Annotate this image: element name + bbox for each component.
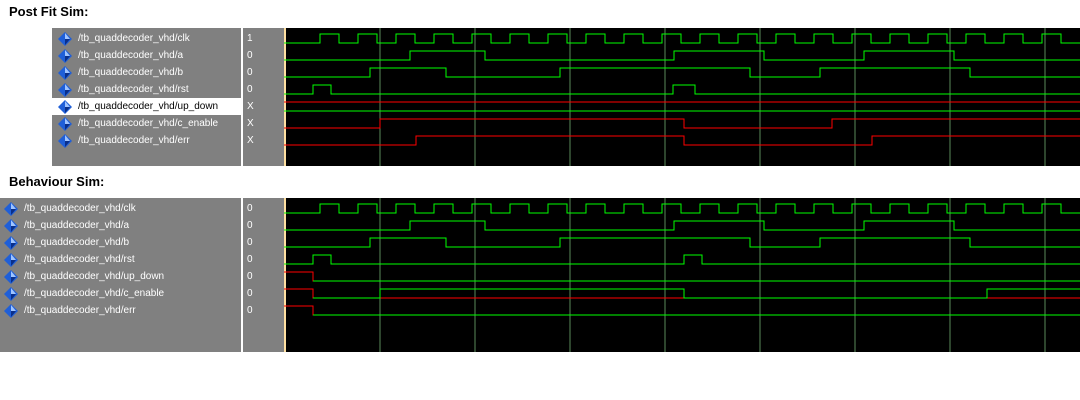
diamond-icon	[58, 65, 72, 80]
diamond-icon	[4, 252, 18, 267]
signal-name: /tb_quaddecoder_vhd/a	[78, 50, 184, 61]
signal-value: 0	[247, 237, 253, 248]
diamond-icon	[58, 31, 72, 46]
signal-name-panel-behaviour: /tb_quaddecoder_vhd/clk/tb_quaddecoder_v…	[0, 198, 242, 352]
diamond-icon	[58, 133, 72, 148]
section-title-post-fit: Post Fit Sim:	[9, 4, 89, 19]
signal-trace	[313, 288, 1080, 299]
diamond-icon	[58, 99, 72, 114]
diamond-icon	[4, 235, 18, 250]
signal-value: 0	[247, 67, 253, 78]
signal-name-panel-post-fit: /tb_quaddecoder_vhd/clk/tb_quaddecoder_v…	[52, 28, 242, 166]
signal-row[interactable]: /tb_quaddecoder_vhd/a	[0, 217, 242, 234]
signal-trace	[284, 118, 1080, 129]
signal-name: /tb_quaddecoder_vhd/err	[24, 305, 136, 316]
signal-name: /tb_quaddecoder_vhd/up_down	[24, 271, 165, 282]
signal-name: /tb_quaddecoder_vhd/b	[24, 237, 130, 248]
signal-row[interactable]: /tb_quaddecoder_vhd/b	[0, 234, 242, 251]
signal-trace	[284, 237, 1080, 248]
signal-name: /tb_quaddecoder_vhd/a	[24, 220, 130, 231]
signal-name: /tb_quaddecoder_vhd/c_enable	[24, 288, 165, 299]
waveform-background	[284, 198, 1080, 352]
signal-name: /tb_quaddecoder_vhd/rst	[78, 84, 189, 95]
signal-value: 0	[247, 220, 253, 231]
signal-name: /tb_quaddecoder_vhd/rst	[24, 254, 135, 265]
signal-name: /tb_quaddecoder_vhd/err	[78, 135, 190, 146]
signal-row[interactable]: /tb_quaddecoder_vhd/err	[0, 302, 242, 319]
diamond-icon	[58, 116, 72, 131]
signal-row[interactable]: /tb_quaddecoder_vhd/c_enable	[0, 285, 242, 302]
signal-value: 0	[247, 203, 253, 214]
signal-row[interactable]: /tb_quaddecoder_vhd/err	[52, 132, 242, 149]
diamond-icon	[58, 48, 72, 63]
signal-value: 0	[247, 50, 253, 61]
diamond-icon	[4, 218, 18, 233]
signal-name: /tb_quaddecoder_vhd/clk	[78, 33, 190, 44]
signal-trace	[284, 220, 1080, 231]
diamond-icon	[4, 286, 18, 301]
signal-row[interactable]: /tb_quaddecoder_vhd/clk	[52, 30, 242, 47]
diamond-icon	[4, 303, 18, 318]
signal-value: 0	[247, 254, 253, 265]
signal-value-panel-behaviour: 0 0 0 0 0 0 0	[241, 198, 285, 352]
signal-trace	[284, 84, 1080, 95]
waveform-panel-post-fit[interactable]	[284, 28, 1080, 166]
signal-value: 0	[247, 305, 253, 316]
signal-value: X	[247, 118, 254, 129]
signal-trace	[284, 135, 1080, 146]
signal-row[interactable]: /tb_quaddecoder_vhd/up_down	[52, 98, 242, 115]
diamond-icon	[4, 201, 18, 216]
signal-name: /tb_quaddecoder_vhd/b	[78, 67, 184, 78]
signal-value: X	[247, 135, 254, 146]
signal-trace	[284, 203, 1080, 214]
diamond-icon	[58, 82, 72, 97]
signal-row[interactable]: /tb_quaddecoder_vhd/rst	[52, 81, 242, 98]
signal-value: 1	[247, 33, 253, 44]
signal-row[interactable]: /tb_quaddecoder_vhd/up_down	[0, 268, 242, 285]
waveform-panel-behaviour[interactable]	[284, 198, 1080, 352]
signal-row[interactable]: /tb_quaddecoder_vhd/c_enable	[52, 115, 242, 132]
signal-value: 0	[247, 271, 253, 282]
signal-row[interactable]: /tb_quaddecoder_vhd/b	[52, 64, 242, 81]
section-title-behaviour: Behaviour Sim:	[9, 174, 105, 189]
signal-trace	[284, 50, 1080, 61]
signal-trace	[284, 33, 1080, 44]
signal-row[interactable]: /tb_quaddecoder_vhd/rst	[0, 251, 242, 268]
signal-name: /tb_quaddecoder_vhd/c_enable	[78, 118, 219, 129]
signal-value: 0	[247, 288, 253, 299]
signal-name: /tb_quaddecoder_vhd/clk	[24, 203, 136, 214]
signal-trace	[284, 254, 1080, 265]
diamond-icon	[4, 269, 18, 284]
signal-name: /tb_quaddecoder_vhd/up_down	[78, 101, 219, 112]
signal-value: X	[247, 101, 254, 112]
signal-value: 0	[247, 84, 253, 95]
signal-row[interactable]: /tb_quaddecoder_vhd/clk	[0, 200, 242, 217]
signal-row[interactable]: /tb_quaddecoder_vhd/a	[52, 47, 242, 64]
signal-trace	[284, 67, 1080, 78]
